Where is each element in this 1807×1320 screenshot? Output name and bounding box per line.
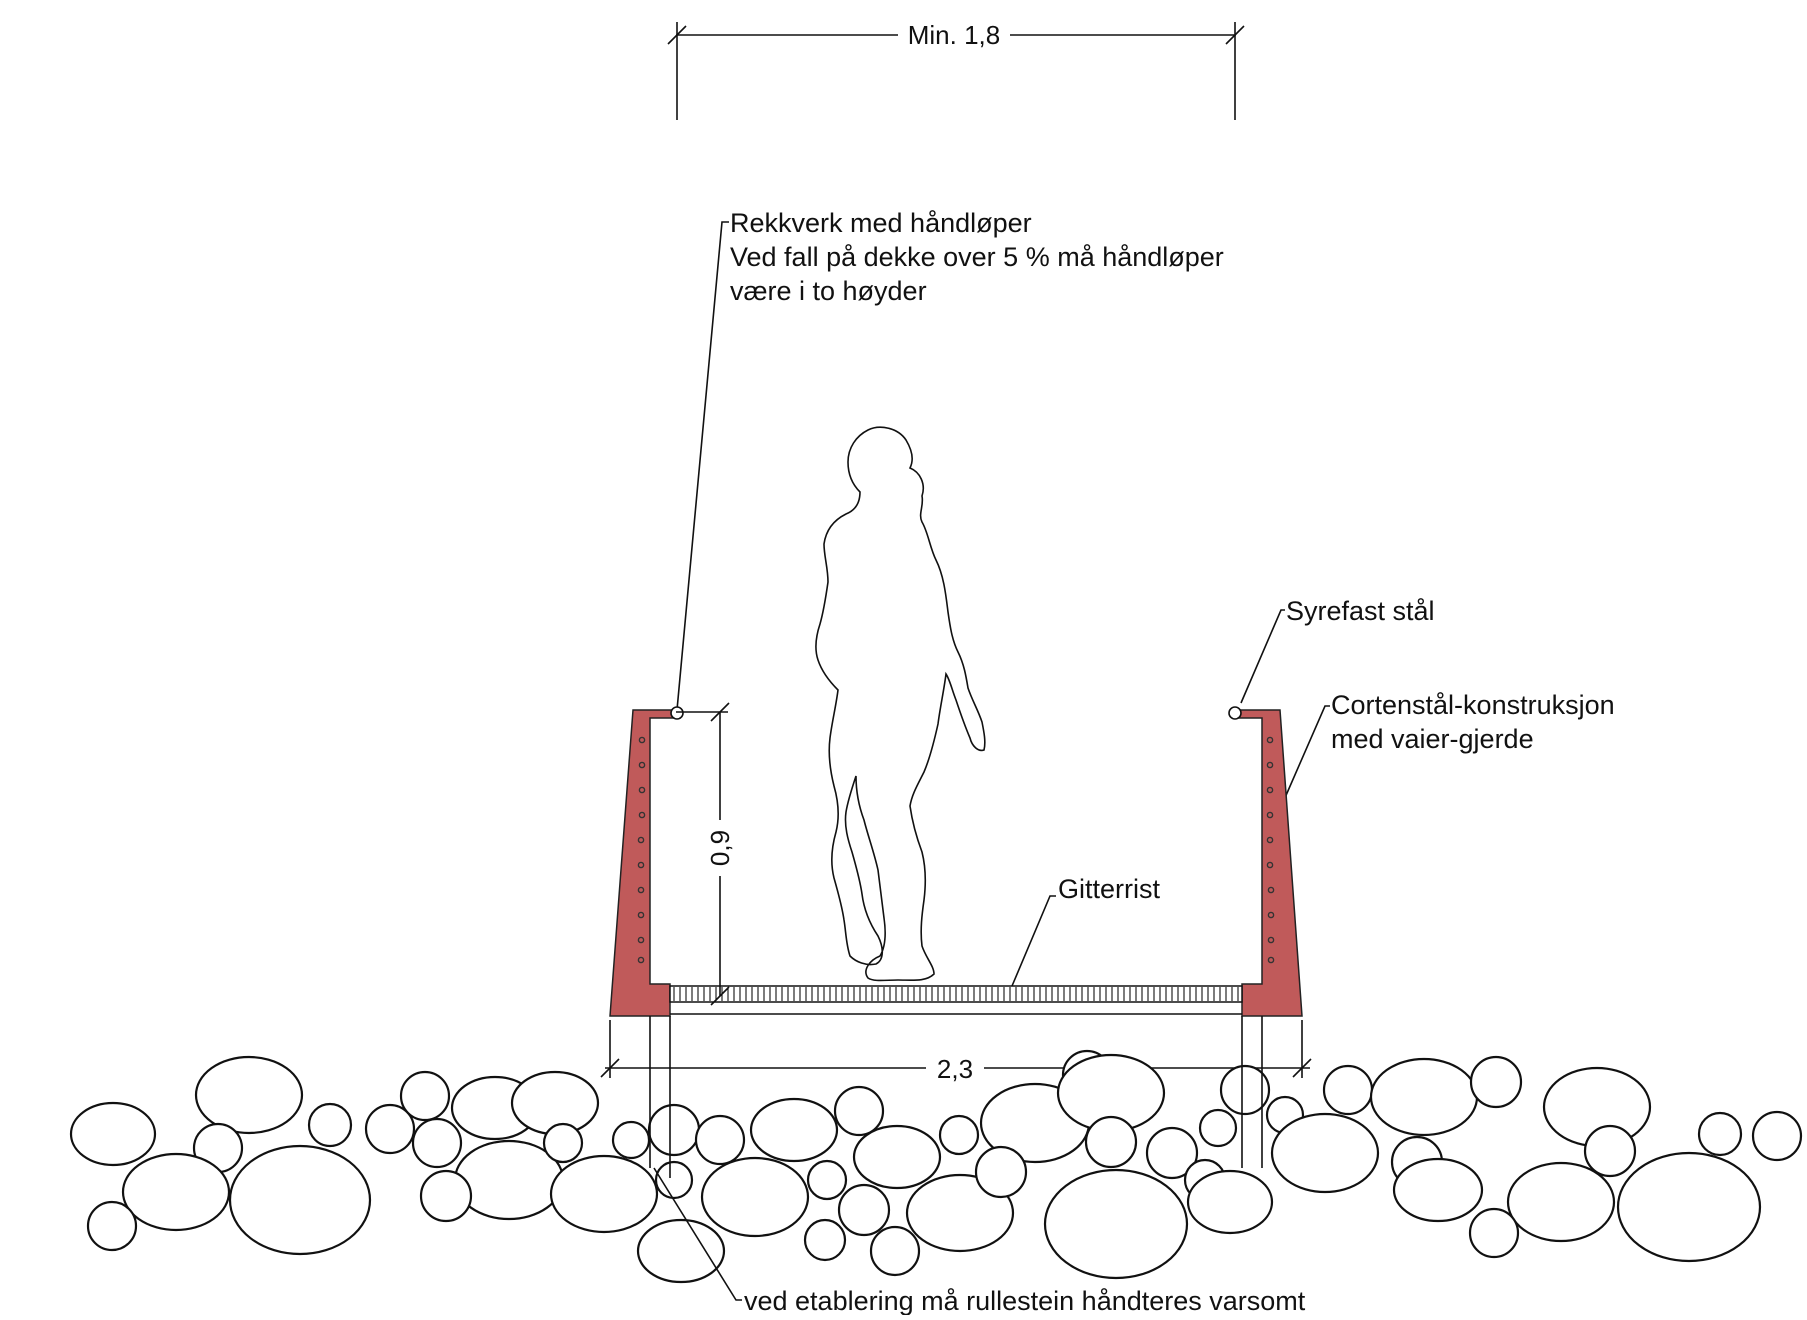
height-label: 0,9: [705, 830, 735, 866]
top-width-dimension: Min. 1,8: [667, 16, 1245, 120]
left-corten-wall: [609, 706, 684, 1017]
right-corten-wall: [1228, 706, 1303, 1017]
foundation-lines: [649, 1016, 1263, 1178]
right-wire-fence: [1266, 736, 1275, 964]
railing-label-line1: Rekkverk med håndløper: [730, 208, 1032, 238]
bottom-width-label: 2,3: [937, 1054, 973, 1084]
bottom-width-dimension: 2,3: [600, 1020, 1312, 1084]
left-handrail: [670, 706, 684, 720]
structure-callout: Cortenstål-konstruksjon med vaier-gjerde: [1283, 690, 1615, 801]
grating-label: Gitterrist: [1058, 874, 1161, 904]
boulders-callout: ved etablering må rullestein håndteres v…: [653, 1167, 1306, 1316]
grating-callout: Gitterrist: [1011, 874, 1161, 987]
handrail-material-callout: Syrefast stål: [1240, 596, 1435, 704]
grating-deck: [669, 985, 1243, 1015]
railing-label-line3: være i to høyder: [730, 276, 927, 306]
railing-callout: Rekkverk med håndløper Ved fall på dekke…: [676, 208, 1224, 711]
structure-label-line2: med vaier-gjerde: [1331, 724, 1534, 754]
handrail-material-label: Syrefast stål: [1286, 596, 1435, 626]
boulders-note-label: ved etablering må rullestein håndteres v…: [744, 1286, 1306, 1315]
structure-label-line1: Cortenstål-konstruksjon: [1331, 690, 1615, 720]
right-handrail: [1228, 706, 1242, 720]
left-wire-fence: [637, 736, 646, 964]
person-silhouette-icon: [815, 426, 986, 982]
boulders: [69, 1049, 1803, 1284]
top-width-label: Min. 1,8: [908, 20, 1001, 50]
height-dimension: 0,9: [676, 702, 735, 1006]
railing-label-line2: Ved fall på dekke over 5 % må håndløper: [730, 242, 1224, 272]
